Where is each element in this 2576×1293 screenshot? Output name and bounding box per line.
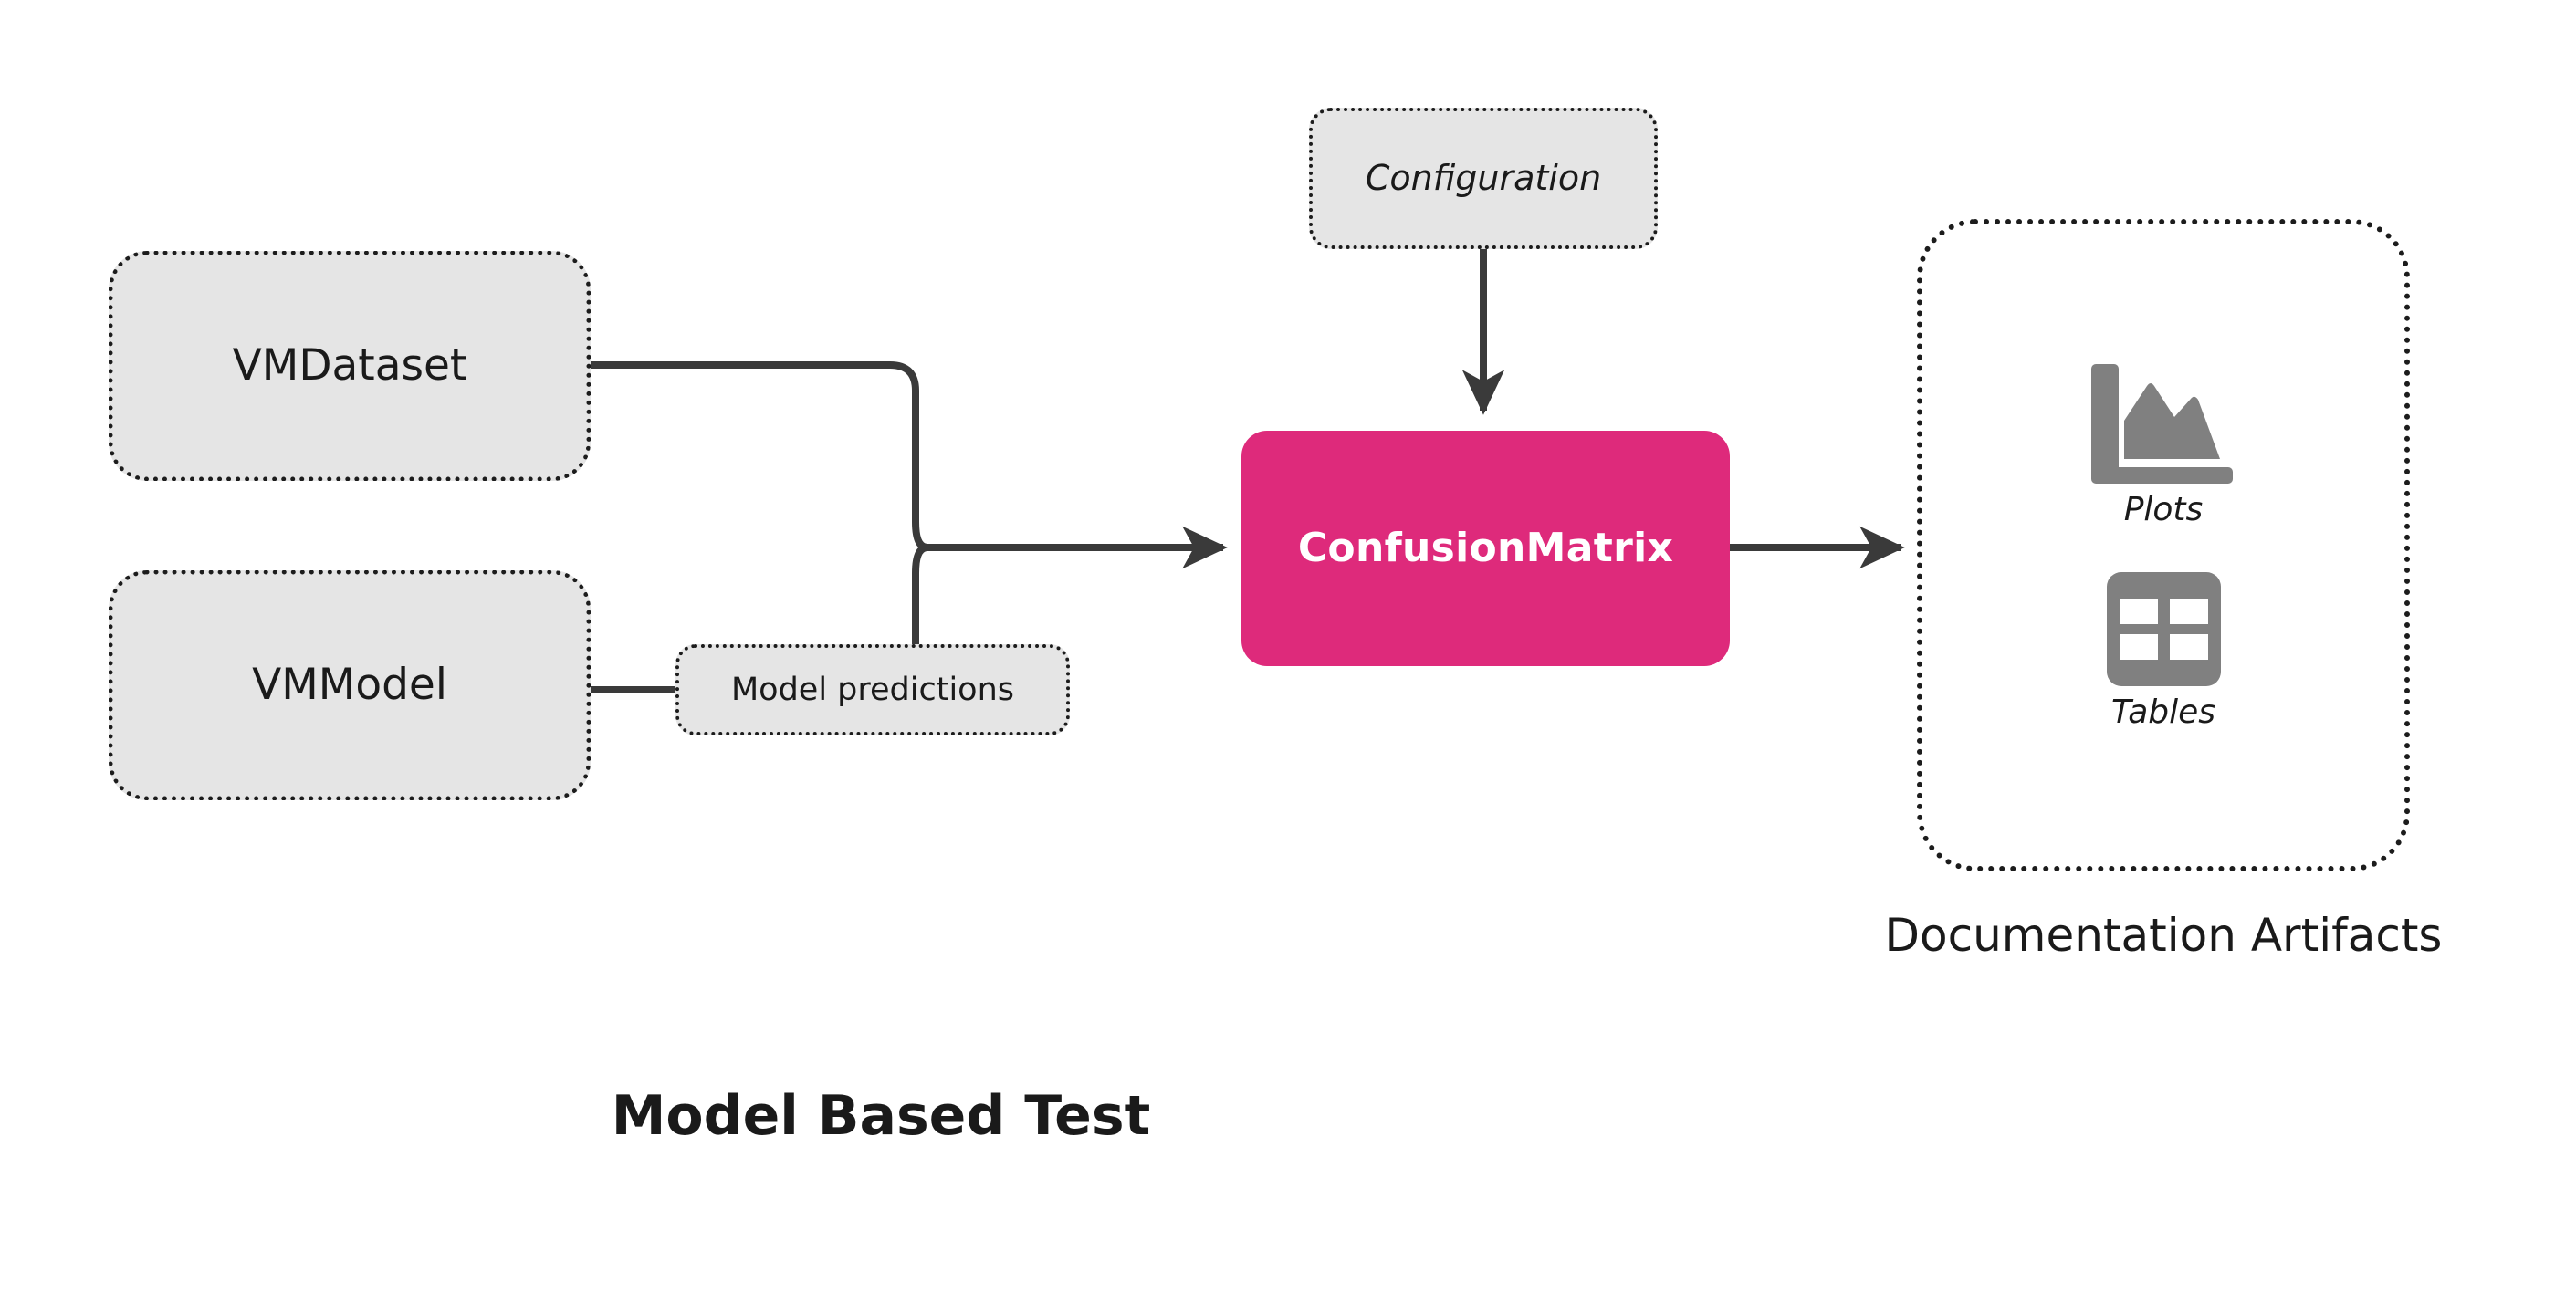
node-vmdataset-label: VMDataset [232,339,467,391]
node-configuration-label: Configuration [1365,157,1602,198]
artifact-tables[interactable]: Tables [2106,571,2221,731]
diagram-title: Model Based Test [611,1084,1151,1148]
documentation-artifacts-caption: Documentation Artifacts [1884,909,2443,962]
artifact-tables-label: Tables [2110,693,2216,731]
artifact-plots[interactable]: Plots [2090,360,2236,528]
edge-vmdataset-to-junction [587,361,931,551]
node-configuration[interactable]: Configuration [1309,108,1658,249]
documentation-artifacts-container: Plots Tables [1917,219,2410,871]
area-chart-icon [2090,360,2236,484]
node-vmmodel[interactable]: VMModel [109,570,591,800]
node-confusionmatrix-label: ConfusionMatrix [1297,524,1674,571]
node-confusionmatrix[interactable]: ConfusionMatrix [1241,431,1730,666]
node-model-predictions-label: Model predictions [730,671,1015,708]
table-grid-icon [2106,571,2221,686]
artifact-plots-label: Plots [2123,490,2204,528]
node-model-predictions[interactable]: Model predictions [675,644,1070,735]
node-vmdataset[interactable]: VMDataset [109,251,591,481]
node-vmmodel-label: VMModel [252,659,447,710]
edge-modelpredictions-to-junction [912,544,931,648]
